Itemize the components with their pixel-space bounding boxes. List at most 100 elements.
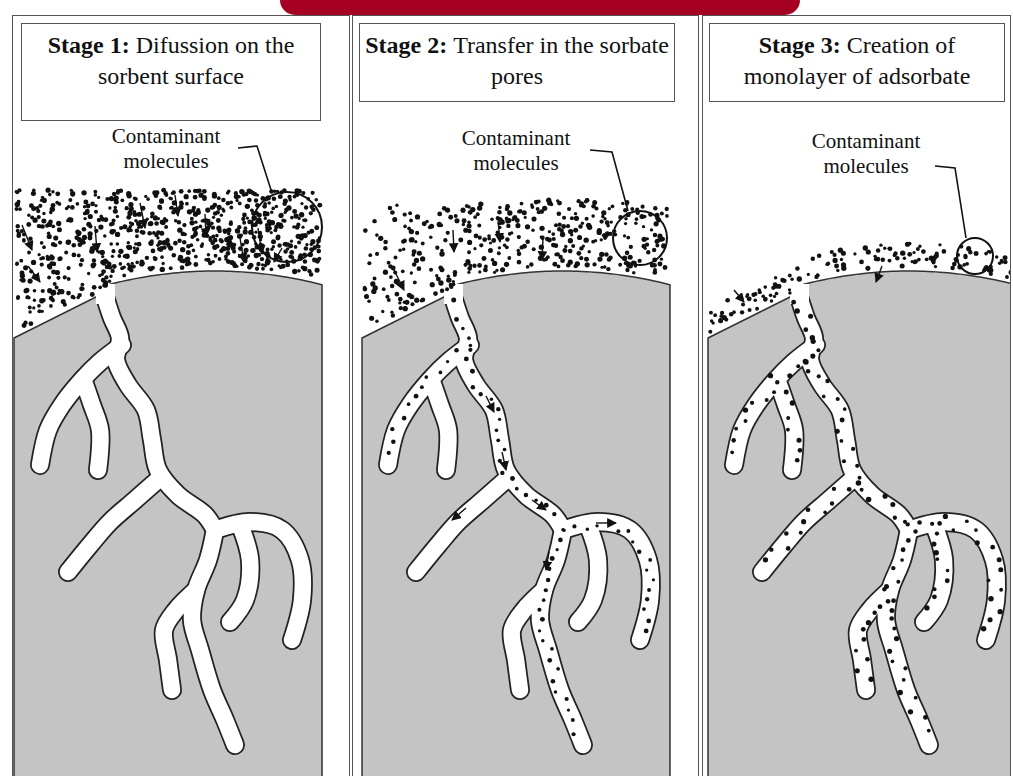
contaminant-molecule: [713, 313, 717, 317]
contaminant-molecule: [988, 596, 994, 602]
contaminant-molecule: [178, 255, 182, 259]
contaminant-molecule: [755, 307, 759, 311]
contaminant-molecule: [115, 232, 120, 237]
contaminant-molecule: [254, 253, 259, 258]
contaminant-molecule: [965, 519, 969, 523]
contaminant-molecule: [798, 448, 803, 453]
contaminant-molecule: [19, 259, 23, 263]
contaminant-molecule: [517, 235, 521, 239]
contaminant-molecule: [139, 225, 143, 229]
sorbent-particle: [708, 242, 1010, 776]
motion-arrow: [596, 522, 616, 523]
contaminant-molecule: [161, 188, 166, 193]
contaminant-molecule: [314, 198, 318, 202]
contaminant-molecule: [647, 588, 651, 592]
contaminant-molecule: [460, 208, 465, 213]
pore-wall: [886, 530, 929, 745]
contaminant-molecule: [743, 407, 748, 412]
contaminant-molecule: [645, 597, 649, 601]
contaminant-molecule: [635, 217, 639, 221]
contaminant-molecule: [22, 323, 27, 328]
contaminant-molecule: [238, 201, 242, 205]
contaminant-molecule: [901, 547, 906, 552]
contaminant-molecule: [637, 549, 642, 554]
contaminant-molecule: [207, 253, 211, 257]
contaminant-molecule: [402, 239, 406, 243]
contaminant-molecule: [886, 599, 891, 604]
contaminant-molecule: [463, 263, 467, 267]
contaminant-molecule: [729, 312, 733, 316]
contaminant-molecule: [159, 206, 163, 210]
contaminant-molecule: [126, 215, 131, 220]
contaminant-molecule: [177, 238, 181, 242]
contaminant-molecule: [554, 690, 558, 694]
contaminant-molecule: [229, 206, 233, 210]
contaminant-molecule: [122, 274, 126, 278]
contaminant-molecule: [439, 267, 444, 272]
contaminant-molecule: [364, 294, 369, 299]
contaminant-molecule: [54, 243, 58, 247]
contaminant-molecule: [271, 207, 275, 211]
contaminant-molecule: [307, 269, 311, 273]
contaminant-molecule: [57, 202, 61, 206]
contaminant-molecule: [988, 250, 991, 253]
contaminant-molecule: [193, 262, 198, 267]
motion-arrow: [95, 226, 97, 252]
contaminant-molecule: [840, 439, 844, 443]
contaminant-molecule: [168, 196, 171, 199]
contaminant-molecule: [663, 265, 668, 270]
contaminant-molecule: [842, 459, 846, 463]
pore-wall: [563, 522, 651, 640]
contaminant-molecule: [101, 255, 104, 258]
contaminant-molecule: [477, 263, 482, 268]
contaminant-molecule: [51, 290, 56, 295]
contaminant-molecule: [18, 207, 22, 211]
contaminant-molecule: [603, 233, 608, 238]
contaminant-molecule: [467, 336, 471, 340]
contaminant-molecule: [525, 224, 530, 229]
contaminant-molecule: [587, 225, 592, 230]
contaminant-molecule: [315, 268, 320, 273]
contaminant-molecule: [517, 252, 522, 257]
contaminant-molecule: [46, 256, 51, 261]
contaminant-molecule: [896, 580, 900, 584]
contaminant-molecule: [903, 666, 907, 670]
contaminant-molecule: [128, 225, 132, 229]
pore-wall: [778, 382, 794, 470]
contaminant-molecule: [135, 234, 139, 238]
contaminant-molecule: [740, 310, 744, 314]
contaminant-molecule: [395, 204, 398, 207]
contaminant-molecule: [402, 416, 407, 421]
contaminant-molecule: [286, 247, 289, 250]
contaminant-molecule: [895, 256, 900, 261]
contaminant-molecule: [562, 248, 567, 253]
contaminant-molecule: [206, 219, 210, 223]
contaminant-molecule: [47, 232, 51, 236]
contaminant-molecule: [290, 216, 294, 220]
contaminant-molecule: [784, 531, 789, 536]
contaminant-molecule: [435, 246, 439, 250]
contaminant-molecule: [462, 218, 467, 223]
contaminant-molecule: [390, 210, 395, 215]
contaminant-molecule: [407, 227, 411, 231]
contaminant-molecule: [461, 327, 465, 331]
pore-wall: [432, 382, 448, 470]
contaminant-molecule: [160, 267, 165, 272]
stage-number: Stage 3:: [759, 32, 841, 58]
contaminant-molecule: [190, 217, 194, 221]
contaminant-molecule: [266, 247, 270, 251]
contaminant-molecule: [77, 254, 81, 258]
contaminant-molecule: [68, 198, 72, 202]
contaminant-molecule: [981, 626, 986, 631]
contaminant-molecule: [109, 222, 113, 226]
motion-arrow: [140, 203, 145, 228]
sorbent-particle: [362, 198, 670, 776]
contaminant-molecule: [860, 488, 864, 492]
contaminant-molecule: [803, 359, 809, 365]
contaminant-molecule: [631, 540, 634, 543]
contaminant-molecule: [189, 243, 193, 247]
contaminant-molecule: [865, 266, 870, 271]
contaminant-molecule: [103, 283, 108, 288]
contaminant-molecule: [428, 225, 432, 229]
contaminant-molecule: [165, 238, 169, 242]
